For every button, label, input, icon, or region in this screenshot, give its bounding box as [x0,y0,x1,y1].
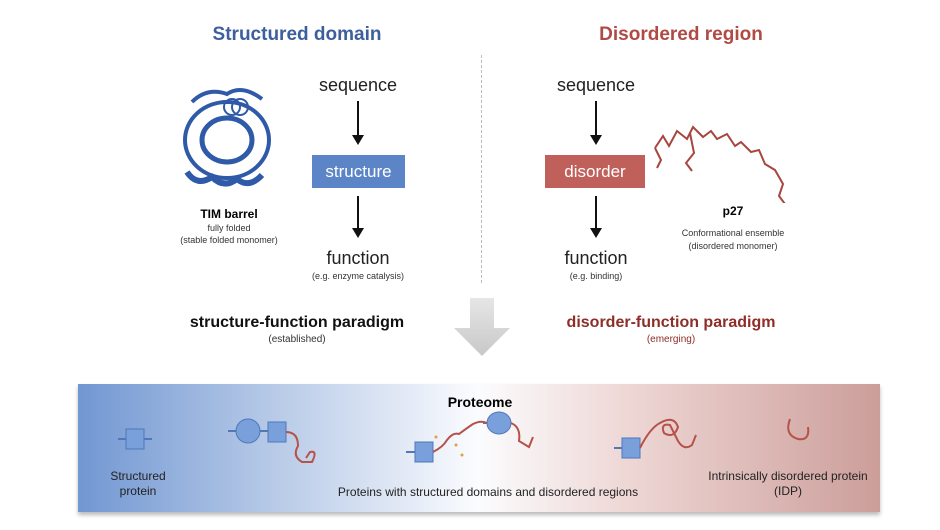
mixed-proteins-label: Proteins with structured domains and dis… [337,485,639,499]
disorder-function-paradigm: disorder-function paradigm [566,314,776,331]
arrow-down-icon [590,196,602,238]
arrow-down-icon [352,196,364,238]
right-function-note: (e.g. binding) [569,271,623,281]
disorder-box: disorder [545,155,645,188]
structured-protein-label: Structured protein [110,469,166,498]
tim-barrel-structure-image [183,88,271,187]
structured-domain-title: Structured domain [212,24,382,45]
proteome-panel: Proteome Structured protein Proteins wit… [78,384,880,512]
tim-barrel-desc2: (stable folded monomer) [180,235,278,245]
proteome-title: Proteome [447,394,513,410]
left-function-note: (e.g. enzyme catalysis) [311,271,405,281]
left-function-label: function [326,248,390,268]
arrow-down-icon [352,101,364,145]
tim-barrel-label: TIM barrel [200,207,258,221]
emerging-note: (emerging) [646,334,696,345]
p27-label: p27 [722,204,744,218]
established-note: (established) [268,334,326,345]
arrow-down-icon [590,101,602,145]
big-down-arrow-icon [454,298,510,356]
p27-desc: Conformational ensemble [681,228,785,238]
tim-barrel-desc: fully folded [207,223,251,233]
idp-label: Intrinsically disordered protein (IDP) [708,469,868,498]
structure-function-paradigm: structure-function paradigm [189,314,405,331]
structure-box: structure [312,155,405,188]
divider [481,55,482,283]
p27-desc2: (disordered monomer) [688,241,778,251]
right-sequence-label: sequence [556,75,636,95]
disordered-region-title: Disordered region [599,24,763,45]
proteome-protein-icons [118,411,810,463]
p27-ensemble-image [654,125,786,203]
left-sequence-label: sequence [318,75,398,95]
right-function-label: function [564,248,628,268]
